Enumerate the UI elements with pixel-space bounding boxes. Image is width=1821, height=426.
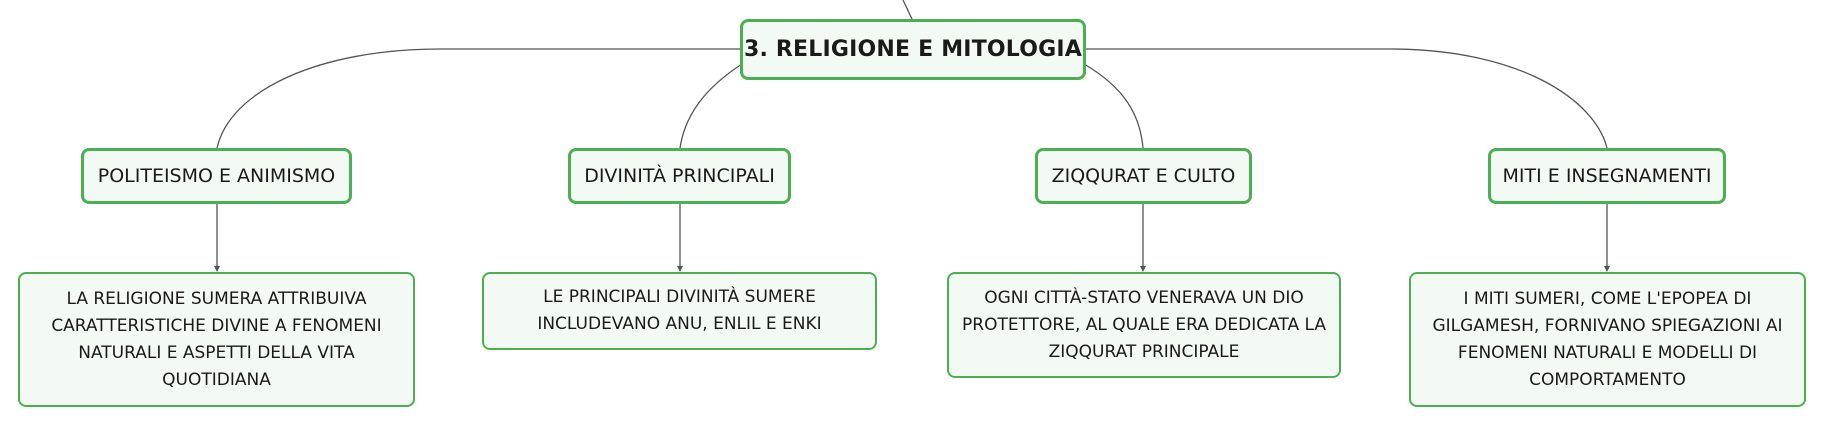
topic-node-divinita[interactable]: DIVINITÀ PRINCIPALI [568,148,791,204]
detail-node-divinita[interactable]: LE PRINCIPALI DIVINITÀ SUMERE INCLUDEVAN… [482,272,877,350]
arrowhead-2 [677,266,683,272]
topic-node-label: DIVINITÀ PRINCIPALI [584,165,775,187]
connector-parent [902,0,913,20]
detail-node-text: LA RELIGIONE SUMERA ATTRIBUIVA CARATTERI… [51,288,382,390]
topic-node-politeismo[interactable]: POLITEISMO E ANIMISMO [81,148,352,204]
root-node[interactable]: 3. RELIGIONE E MITOLOGIA [740,19,1086,80]
arrowhead-1 [214,266,220,272]
topic-node-ziqqurat[interactable]: ZIQQURAT E CULTO [1035,148,1252,204]
arrowhead-3 [1140,266,1146,272]
connector-root-topic-3 [1083,63,1144,149]
topic-node-label: MITI E INSEGNAMENTI [1502,165,1712,187]
topic-node-miti[interactable]: MITI E INSEGNAMENTI [1488,148,1726,204]
detail-node-miti[interactable]: I MITI SUMERI, COME L'EPOPEA DI GILGAMES… [1409,272,1806,407]
connector-root-topic-2 [679,63,743,149]
connector-root-topic-1 [216,48,740,149]
detail-node-text: I MITI SUMERI, COME L'EPOPEA DI GILGAMES… [1432,288,1783,390]
topic-node-label: POLITEISMO E ANIMISMO [97,165,336,187]
detail-node-politeismo[interactable]: LA RELIGIONE SUMERA ATTRIBUIVA CARATTERI… [18,272,415,407]
arrowhead-4 [1604,266,1610,272]
connector-root-topic-4 [1086,48,1608,149]
topic-node-label: ZIQQURAT E CULTO [1051,165,1236,187]
detail-node-text: OGNI CITTÀ-STATO VENERAVA UN DIO PROTETT… [962,287,1326,362]
root-node-label: 3. RELIGIONE E MITOLOGIA [743,37,1083,62]
detail-node-text: LE PRINCIPALI DIVINITÀ SUMERE INCLUDEVAN… [537,287,822,334]
detail-node-ziqqurat[interactable]: OGNI CITTÀ-STATO VENERAVA UN DIO PROTETT… [947,272,1341,378]
